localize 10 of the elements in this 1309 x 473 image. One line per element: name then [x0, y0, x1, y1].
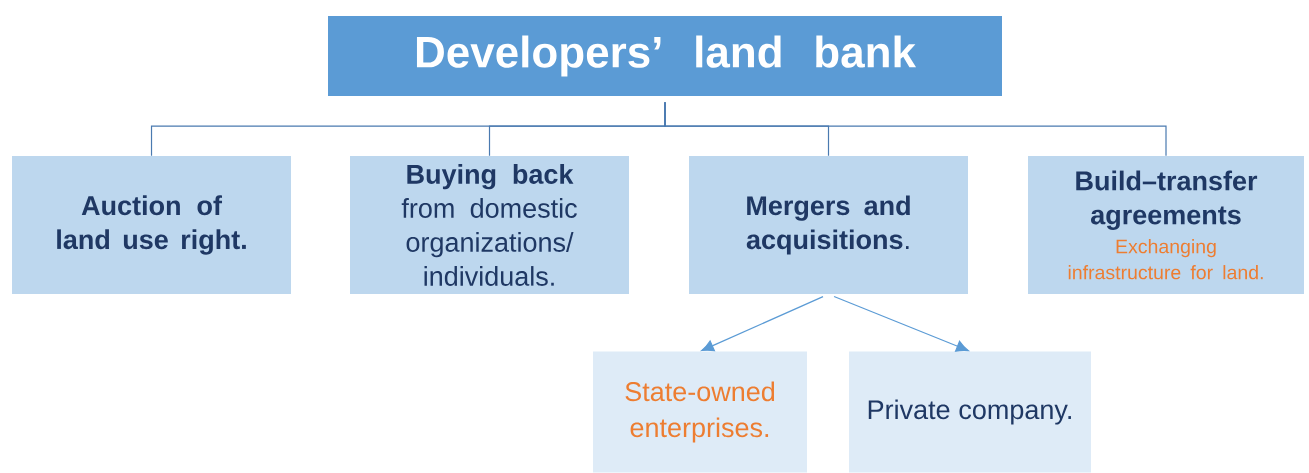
- text-box: Mergers and acquisitions.: [689, 156, 968, 294]
- text-box: State-owned enterprises.: [593, 351, 807, 473]
- arrow: [701, 296, 824, 352]
- title-box: Developers’ land bank: [328, 16, 1002, 96]
- connector-line: [664, 101, 1167, 157]
- text-box: Buying back from domestic organizations/ individuals.: [350, 156, 629, 294]
- text-box: Private company.: [849, 351, 1091, 473]
- text-box: Auction of land use right.: [12, 156, 291, 294]
- text-box: Build–transfer agreements Exchanging infrastructure for land.: [1028, 156, 1304, 294]
- arrow: [833, 295, 969, 352]
